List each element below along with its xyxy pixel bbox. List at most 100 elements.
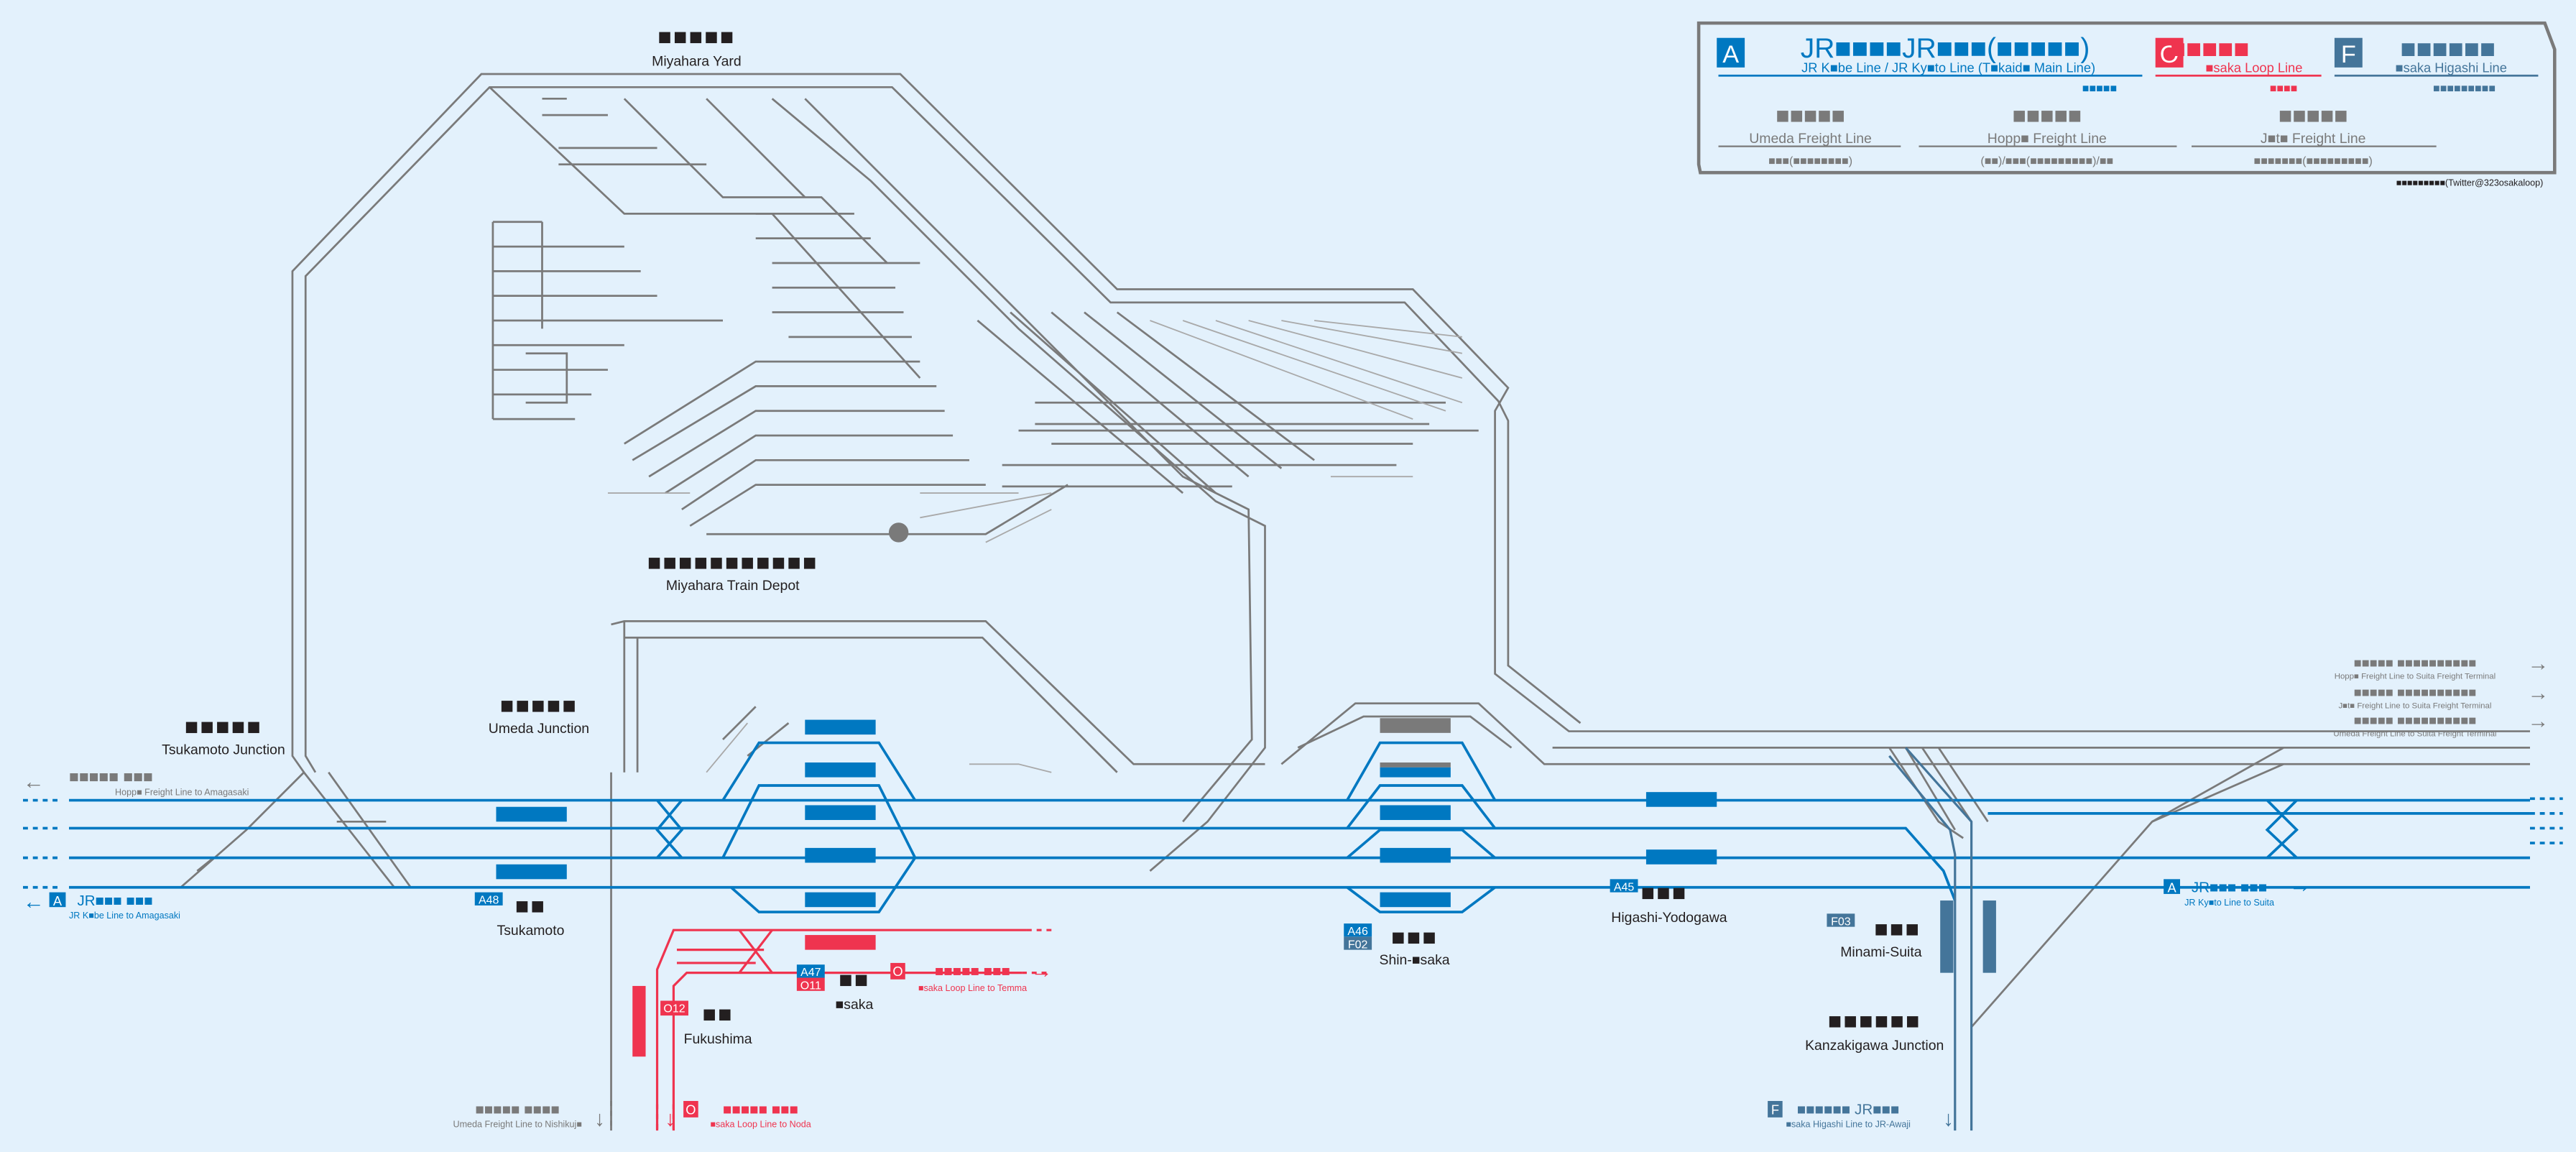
direction-en: Umeda Freight Line to Suita Freight Term… xyxy=(2333,729,2496,738)
legend-kobe-kyoto-sub: ■■■■■ xyxy=(2082,83,2117,95)
kanzakigawa-jct-label: Kanzakigawa Junction xyxy=(1805,1038,1944,1054)
direction-en: Umeda Freight Line to Nishikuj■ xyxy=(453,1120,582,1130)
direction-jp: ■■■■■ ■■■ xyxy=(69,767,153,785)
direction-hoppo-suita: ■■■■■ ■■■■■■■■■■ Hopp■ Freight Line to S… xyxy=(2335,652,2549,681)
platform-minami-suita-2 xyxy=(1982,900,1996,973)
legend-symbol-o: O xyxy=(2160,41,2179,68)
legend-umeda-en: Umeda Freight Line xyxy=(1749,131,1872,147)
platform-fukushima xyxy=(632,985,646,1057)
direction-hoppo-amagasaki: ← ■■■■■ ■■■ Hopp■ Freight Line to Amagas… xyxy=(23,767,249,797)
jr-kobe-kyoto-tracks xyxy=(23,741,2563,913)
direction-en: Hopp■ Freight Line to Amagasaki xyxy=(115,788,249,798)
station-shin-osaka[interactable]: A46 F02 ■■■ Shin-■saka xyxy=(1344,923,1450,968)
direction-higashi-awaji: F ■■■■■■ JR■■■ ■saka Higashi Line to JR-… xyxy=(1768,1100,1954,1130)
station-code: A48 xyxy=(479,895,499,907)
direction-jp: ■■■■■ ■■■■ xyxy=(475,1101,559,1118)
station-tsukamoto[interactable]: A48 ■■ Tsukamoto xyxy=(474,892,565,939)
miyahara-depot-label: Miyahara Train Depot xyxy=(666,578,800,594)
arrow-right-icon: → xyxy=(2528,709,2549,733)
legend-higashi-en: ■saka Higashi Line xyxy=(2396,60,2507,75)
station-name-jp: ■■■ xyxy=(1391,924,1438,950)
station-name-en: Shin-■saka xyxy=(1379,952,1449,968)
direction-jp: JR■■■ ■■■ xyxy=(2192,880,2267,896)
miyahara-yard-label: Miyahara Yard xyxy=(652,54,742,70)
line-symbol: F xyxy=(1771,1102,1779,1117)
legend-loop-sub: ■■■■ xyxy=(2270,83,2298,95)
station-name-en: Tsukamoto xyxy=(497,923,565,939)
legend-kobe-kyoto-jp: JR■■■■JR■■■(■■■■■) xyxy=(1801,33,2090,64)
legend-hoppo-jp: ■■■■■ xyxy=(2012,103,2082,129)
arrow-right-icon: → xyxy=(1031,959,1053,983)
station-name-jp: ■■■ xyxy=(1874,916,1921,941)
freight-and-yard-tracks xyxy=(180,73,2530,1131)
station-code: A46 xyxy=(1347,926,1368,938)
umeda-jct-jp: ■■■■■ xyxy=(500,692,578,718)
station-name-jp: ■■■ xyxy=(1641,880,1688,906)
arrow-right-icon: → xyxy=(2528,681,2549,705)
station-name-jp: ■■ xyxy=(839,967,869,992)
arrow-right-icon: → xyxy=(2289,874,2311,898)
direction-umeda-nishikujo: ■■■■■ ■■■■ Umeda Freight Line to Nishiku… xyxy=(453,1101,605,1130)
arrow-left-icon: ← xyxy=(23,770,45,794)
legend-joto-sub: ■■■■■■■(■■■■■■■■■) xyxy=(2254,155,2373,167)
station-name-en: ■saka xyxy=(836,997,874,1013)
arrow-down-icon: ↓ xyxy=(594,1107,605,1130)
kanzakigawa-jct-jp: ■■■■■■ xyxy=(1828,1008,1921,1033)
legend-umeda-jp: ■■■■■ xyxy=(1776,103,1845,129)
legend-loop-jp: ■■■■■ xyxy=(2170,34,2249,63)
direction-jp: ■■■■■ ■■■ xyxy=(935,963,1010,980)
station-fukushima[interactable]: O12 ■■ Fukushima xyxy=(660,1000,752,1047)
direction-kyoto-suita: A JR■■■ ■■■ JR Ky■to Line to Suita → xyxy=(2164,874,2311,908)
legend-higashi-jp: ■■■■■■ xyxy=(2400,34,2496,63)
direction-jp: ■■■■■ ■■■■■■■■■■ xyxy=(2354,685,2477,700)
legend-joto-jp: ■■■■■ xyxy=(2279,103,2348,129)
station-code: A47 xyxy=(800,967,821,979)
station-minami-suita[interactable]: F03 ■■■ Minami-Suita xyxy=(1827,913,1922,960)
station-name-jp: ■■ xyxy=(703,1001,734,1027)
legend-higashi-sub: ■■■■■■■■■ xyxy=(2433,83,2496,95)
direction-en: J■t■ Freight Line to Suita Freight Termi… xyxy=(2338,702,2491,711)
miyahara-yard-jp: ■■■■■ xyxy=(657,24,735,50)
arrow-right-icon: → xyxy=(2528,652,2549,676)
legend-kobe-kyoto-en: JR K■be Line / JR Ky■to Line (T■kaid■ Ma… xyxy=(1801,60,2095,75)
line-symbol: O xyxy=(892,964,902,979)
osaka-higashi-tracks xyxy=(1888,747,1996,1131)
direction-jp: ■■■■■ ■■■■■■■■■■ xyxy=(2354,655,2477,670)
legend-joto-en: J■t■ Freight Line xyxy=(2261,131,2366,147)
umeda-jct-label: Umeda Junction xyxy=(489,721,589,737)
station-code: F03 xyxy=(1831,916,1851,928)
osaka-loop-tracks xyxy=(632,928,1052,1131)
platform-osaka-loop xyxy=(805,935,876,950)
legend-symbol-a: A xyxy=(1722,41,1739,68)
station-name-en: Fukushima xyxy=(684,1031,752,1047)
station-code: A45 xyxy=(1614,881,1635,893)
station-osaka[interactable]: A47 O11 ■■ ■saka xyxy=(796,964,874,1013)
legend-hoppo-sub: (■■)/■■■(■■■■■■■■■)/■■ xyxy=(1980,155,2113,167)
arrow-left-icon: ← xyxy=(23,890,45,913)
tsukamoto-jct-label: Tsukamoto Junction xyxy=(162,742,285,758)
credit: ■■■■■■■■■(Twitter@323osakaloop) xyxy=(2396,178,2544,188)
direction-loop-noda: ↓ O ■■■■■ ■■■ ■saka Loop Line to Noda xyxy=(665,1100,811,1130)
station-higashi-yodogawa[interactable]: A45 ■■■ Higashi-Yodogawa xyxy=(1610,879,1727,926)
direction-en: JR K■be Line to Amagasaki xyxy=(69,911,180,921)
legend-loop-en: ■saka Loop Line xyxy=(2205,60,2302,75)
direction-umeda-suita: ■■■■■ ■■■■■■■■■■ Umeda Freight Line to S… xyxy=(2333,709,2549,738)
platforms xyxy=(496,718,1717,908)
direction-jp: ■■■■■■ JR■■■ xyxy=(1797,1101,1900,1118)
direction-loop-temma: O ■■■■■ ■■■ ■saka Loop Line to Temma → xyxy=(890,959,1052,993)
direction-en: ■saka Higashi Line to JR-Awaji xyxy=(1786,1120,1911,1130)
station-name-en: Higashi-Yodogawa xyxy=(1611,910,1727,926)
platform-minami-suita-1 xyxy=(1940,900,1954,973)
station-name-jp: ■■ xyxy=(515,893,546,918)
direction-joto-suita: ■■■■■ ■■■■■■■■■■ J■t■ Freight Line to Su… xyxy=(2338,681,2549,710)
direction-jp: ■■■■■ ■■■■■■■■■■ xyxy=(2354,712,2477,727)
legend-hoppo-en: Hopp■ Freight Line xyxy=(1988,131,2107,147)
arrow-down-icon: ↓ xyxy=(1943,1107,1954,1130)
direction-jp: JR■■■ ■■■ xyxy=(77,893,152,909)
direction-en: ■saka Loop Line to Noda xyxy=(710,1120,811,1130)
legend-umeda-sub: ■■■(■■■■■■■■) xyxy=(1768,155,1852,167)
line-symbol: A xyxy=(2167,880,2176,895)
direction-en: ■saka Loop Line to Temma xyxy=(918,983,1027,993)
direction-kobe-amagasaki: ← A JR■■■ ■■■ JR K■be Line to Amagasaki xyxy=(23,890,180,921)
